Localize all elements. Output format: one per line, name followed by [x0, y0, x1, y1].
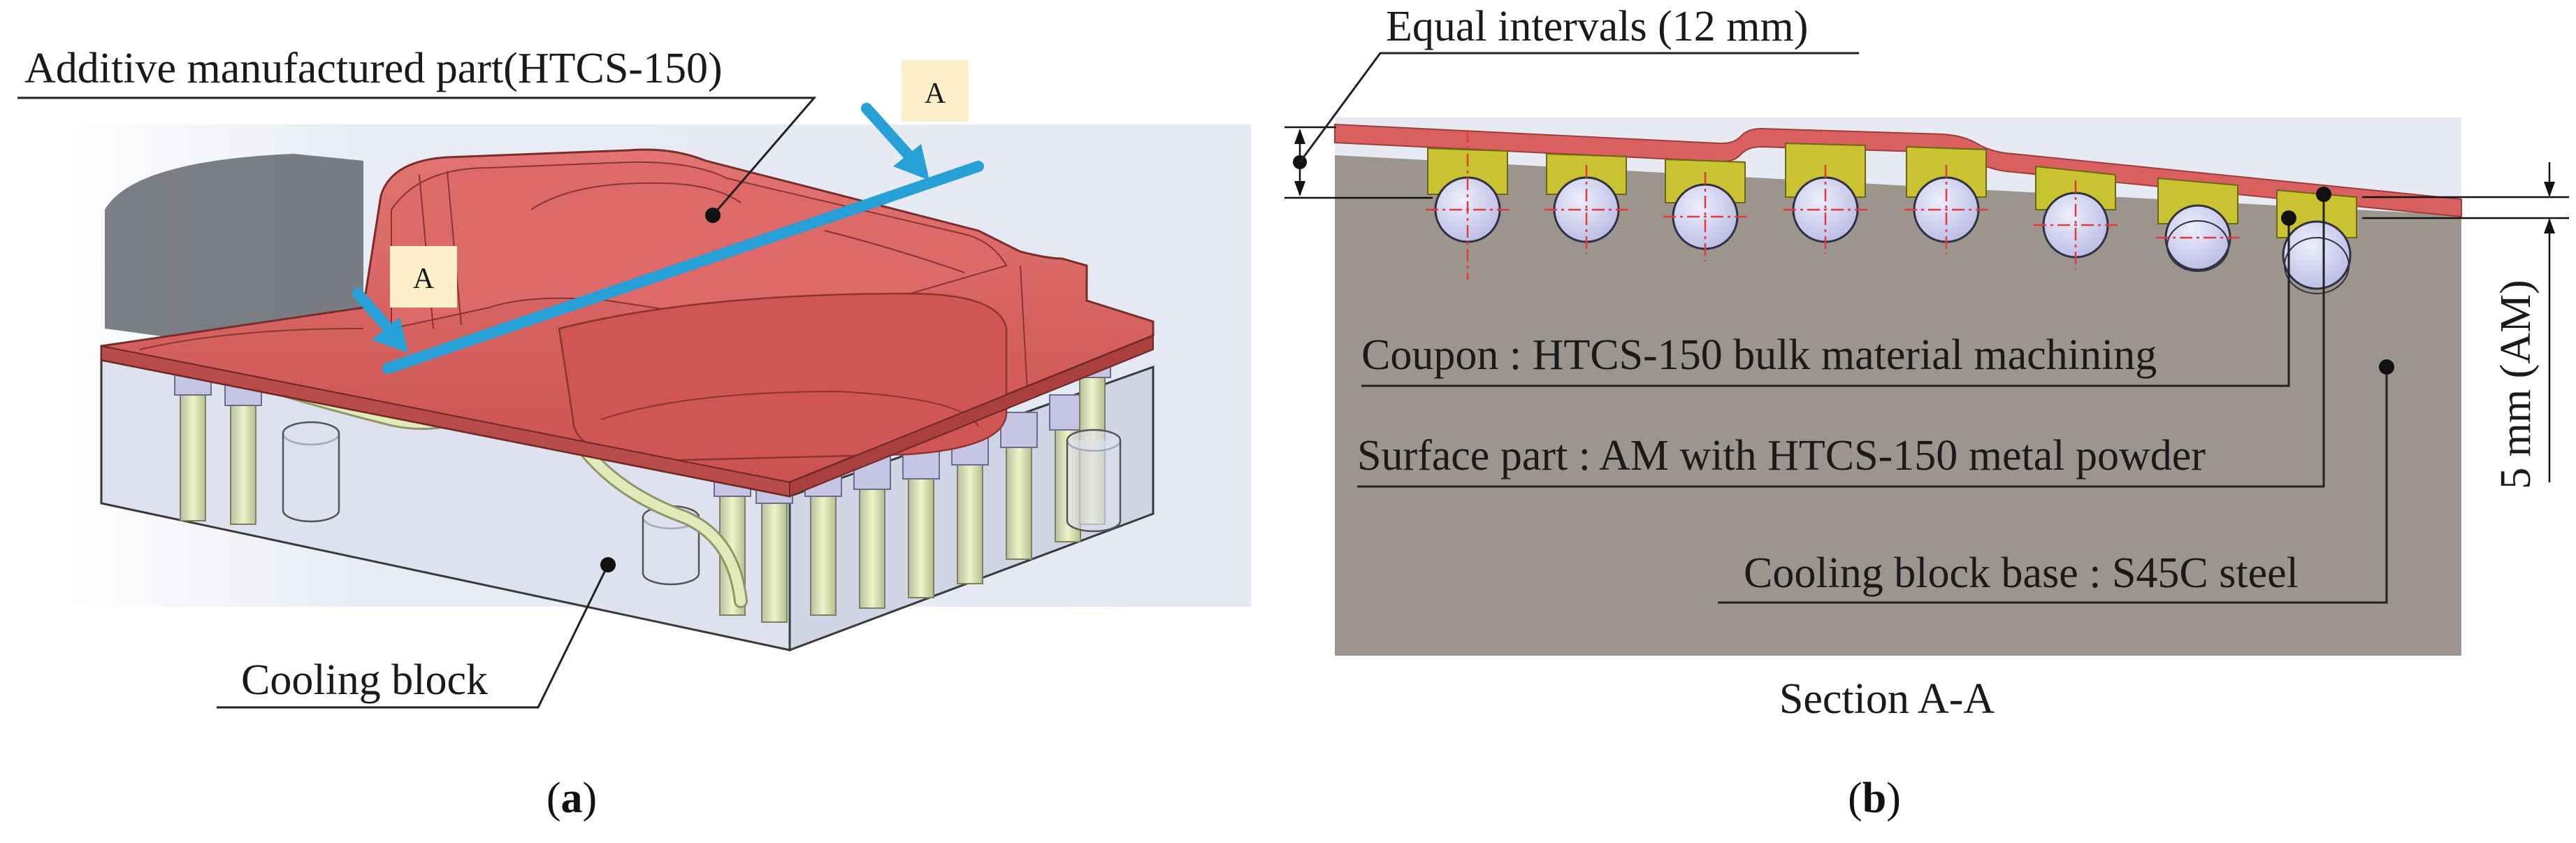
coupon	[1783, 142, 1867, 254]
interval-dimension: Equal intervals (12 mm)	[1285, 3, 1859, 199]
shadow-region	[105, 154, 363, 363]
part-leader-dot	[705, 208, 721, 223]
section-arrow-bottom	[352, 288, 394, 334]
transparent-cylinders	[282, 421, 1122, 586]
interval-label: Equal intervals (12 mm)	[1386, 3, 1808, 50]
coupon-hole-shadow	[2284, 237, 2350, 294]
coupon	[2034, 165, 2118, 270]
thickness-label: 5 mm (AM)	[2492, 280, 2540, 489]
section-marker-top: A	[902, 60, 969, 122]
am-part-groove	[1020, 265, 1028, 392]
block-callout: Cooling block	[217, 557, 616, 709]
channel-pipe	[568, 428, 746, 606]
section-arrow-top	[861, 103, 914, 161]
marker-text: A	[925, 78, 946, 110]
coupon-callout: Coupon : HTCS-150 bulk material machinin…	[1361, 210, 2296, 387]
coupon-leader-dot	[2281, 210, 2296, 226]
coupon	[1544, 152, 1628, 254]
am-part-right-edge	[789, 334, 1154, 498]
thk-arrow-bottom	[2544, 218, 2555, 233]
coupon	[1663, 158, 1747, 261]
pin	[853, 454, 891, 609]
cooling-block-base	[1335, 155, 2461, 656]
coupon-hole-shadow	[2166, 220, 2229, 272]
am-part-groove	[824, 230, 965, 273]
section-arrow-top-head	[893, 144, 929, 180]
coupon	[2156, 177, 2240, 272]
coupon-leader	[1361, 218, 2290, 387]
section-arrow-bottom-head	[372, 317, 408, 353]
base-leader	[1718, 367, 2388, 604]
am-surface-strip	[1334, 123, 2462, 218]
section-caption: Section A-A	[1779, 675, 1995, 723]
part-leader	[17, 96, 817, 216]
coupon	[1426, 130, 1510, 280]
cylinder-body	[1066, 440, 1122, 533]
interval-leader	[1298, 52, 1859, 163]
surface-leader-dot	[2316, 187, 2331, 202]
panel-b-label: (b)	[1848, 774, 1901, 822]
coupon-array	[1426, 130, 2357, 294]
pin	[224, 370, 262, 525]
base-leader-dot	[2379, 359, 2394, 375]
panel-a-label: (a)	[547, 774, 597, 822]
base-label: Cooling block base : S45C steel	[1744, 549, 2299, 597]
pin	[174, 359, 212, 521]
dim-arrow-down	[1294, 181, 1305, 196]
coupon-label: Coupon : HTCS-150 bulk material machinin…	[1361, 331, 2157, 379]
base-callout: Cooling block base : S45C steel	[1718, 359, 2394, 604]
cylinder-body	[282, 433, 340, 523]
block-leader-dot	[600, 557, 616, 572]
block-label: Cooling block	[241, 656, 488, 704]
surface-label: Surface part : AM with HTCS-150 metal po…	[1357, 432, 2206, 480]
part-label: Additive manufactured part(HTCS-150)	[24, 45, 723, 92]
am-part-groove	[139, 328, 364, 350]
coupon-hole	[2282, 220, 2352, 290]
part-callout: Additive manufactured part(HTCS-150)	[17, 45, 817, 223]
section-cut-line	[382, 161, 984, 374]
surface-callout: Surface part : AM with HTCS-150 metal po…	[1357, 187, 2331, 488]
section-cut	[352, 103, 984, 374]
block-leader	[217, 564, 609, 709]
panel-b: Equal intervals (12 mm) 5 mm (AM) Coupon…	[1285, 3, 2569, 822]
pin	[951, 429, 989, 584]
am-part-groove	[530, 182, 741, 210]
section-marker-bottom: A	[390, 246, 457, 308]
marker-box	[902, 60, 969, 122]
coupon	[2276, 189, 2357, 294]
thk-arrow-top	[2544, 182, 2555, 197]
cylinder-body	[642, 517, 700, 586]
surface-leader	[1357, 194, 2325, 488]
panel-a: A A Additive manufactured part(HTCS-150)…	[17, 45, 1251, 822]
coupon	[1904, 145, 1988, 254]
thickness-dimension: 5 mm (AM)	[2362, 162, 2569, 489]
am-part	[100, 148, 1155, 498]
marker-text: A	[413, 263, 435, 295]
dim-arrow-up	[1294, 129, 1305, 144]
pin	[1000, 412, 1038, 560]
am-part-bowl-floor	[600, 390, 979, 427]
marker-box	[390, 246, 457, 308]
pin	[902, 443, 940, 598]
